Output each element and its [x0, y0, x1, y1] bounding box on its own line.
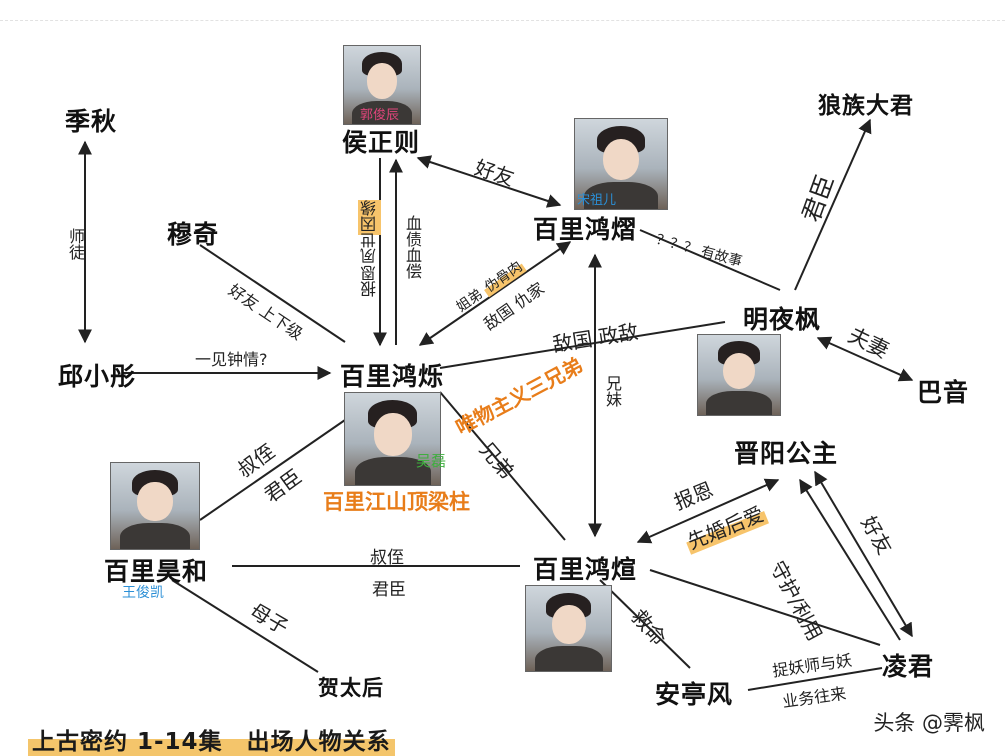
- edge-haohe-hongshuo: [199, 419, 346, 521]
- edge-hongyi-mingyefeng: [639, 229, 781, 291]
- node-baili-hongshuo: 百里鸿烁: [340, 362, 445, 391]
- edge-hongyi-hongshuo: [418, 241, 572, 346]
- label-baoen-lingshi: 报恩: [360, 265, 379, 297]
- edge-antingfeng-lingjun: [747, 667, 883, 691]
- edge-haohe-hetaihou: [171, 579, 319, 673]
- edge-hongshuo-hongxuan: [439, 391, 566, 541]
- node-ji-qiu: 季秋: [65, 107, 118, 136]
- label-junchen-2: 君臣: [372, 580, 406, 600]
- node-ling-jun: 凌君: [882, 652, 935, 681]
- actor-name-hou-zhengze: 郭俊辰: [360, 108, 400, 123]
- actor-name-baili-haohe: 王俊凯: [122, 585, 164, 601]
- label-shuzhi-2: 叔侄: [370, 548, 404, 568]
- label-shitu: 师徒: [66, 228, 85, 260]
- watermark: 头条 @霁枫: [873, 711, 985, 735]
- node-ba-yin: 巴音: [917, 378, 970, 407]
- portrait-ming-yefeng: [697, 334, 781, 416]
- edge-hongxuan-antingfeng: [599, 579, 691, 669]
- node-an-tingfeng: 安亭风: [655, 680, 734, 709]
- node-qiu-xiaotong: 邱小彤: [58, 362, 137, 391]
- portrait-baili-hongyi: 宋祖儿: [574, 118, 668, 210]
- edge-mingyefeng-langzu: [794, 118, 872, 291]
- node-mu-qi: 穆奇: [167, 220, 220, 249]
- label-xiongmei: 兄妹: [603, 375, 622, 407]
- label-yijian-zhongqing: 一见钟情?: [195, 350, 268, 369]
- top-divider: [0, 20, 1005, 21]
- portrait-hou-zhengze: 郭俊辰: [343, 45, 421, 125]
- label-lingshi-yinyuan: 夙世因缘: [358, 200, 381, 264]
- actor-name-baili-hongyi: 宋祖儿: [577, 193, 617, 208]
- footer-title: 上古密约 1-14集 出场人物关系: [28, 722, 395, 756]
- node-he-taihou: 贺太后: [318, 676, 384, 700]
- node-hou-zhengze: 侯正则: [342, 128, 421, 157]
- portrait-baili-haohe: [110, 462, 200, 550]
- node-baili-hongxuan: 百里鸿煊: [533, 555, 638, 584]
- node-lang-zu: 狼族大君: [818, 93, 914, 119]
- edge-jinyang-lingjun-2: [814, 470, 913, 638]
- node-baili-haohe: 百里昊和: [104, 557, 209, 586]
- actor-name-baili-hongshuo: 吴磊: [416, 452, 447, 470]
- label-shangguan-xuelu: 血债血偿: [403, 215, 422, 279]
- edge-mingyefeng-bayin: [816, 336, 914, 382]
- node-jinyang-gongzhu: 晋阳公主: [734, 439, 839, 468]
- edge-hongshuo-mingyefeng: [439, 321, 726, 369]
- edge-hou-hongyi: [416, 155, 562, 208]
- node-baili-hongyi: 百里鸿熠: [533, 215, 638, 244]
- edge-hongxuan-lingjun: [649, 569, 881, 646]
- label-baili-dingliangzhu: 百里江山顶梁柱: [323, 490, 470, 514]
- portrait-baili-hongshuo: [344, 392, 441, 486]
- edge-muqi-hongshuo: [199, 244, 346, 343]
- node-ming-yefeng: 明夜枫: [743, 305, 822, 334]
- portrait-baili-hongxuan: [525, 585, 612, 672]
- edge-hongxuan-jinyang: [636, 478, 780, 544]
